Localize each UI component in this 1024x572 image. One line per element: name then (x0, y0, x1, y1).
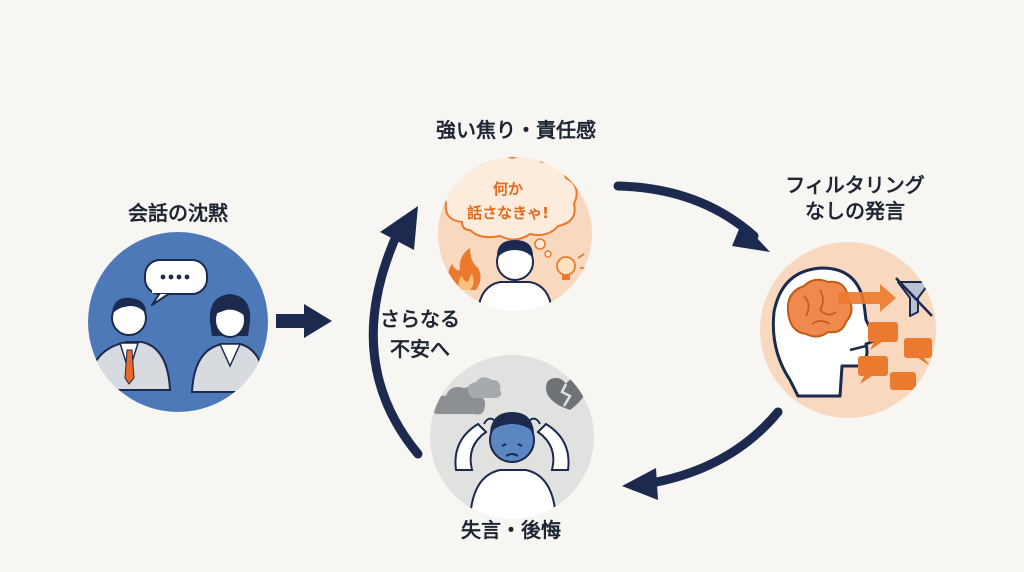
regret-label: 失言・後悔 (461, 518, 561, 542)
silence-node (88, 232, 268, 412)
businessman-icon (88, 297, 172, 391)
regretful-person-icon (454, 412, 570, 519)
speech-bubbles-icon (858, 322, 932, 390)
filter-node (760, 242, 936, 418)
broken-heart-icon (546, 378, 586, 410)
cycle-label-line2: 不安へ (390, 337, 450, 361)
filter-label-line1: フィルタリング (785, 173, 925, 197)
cycle-label-line1: さらなる (380, 307, 460, 331)
fire-icon (448, 248, 481, 290)
arrow-filter-to-regret (622, 407, 783, 500)
speech-bubble-icon (144, 259, 208, 306)
arrow-stress-to-filter (613, 181, 770, 252)
thought-ray-arrow (838, 284, 896, 312)
thought-text-line1: 何か (492, 180, 523, 198)
stressed-person-icon (476, 240, 554, 311)
filter-label-line2: なしの発言 (805, 199, 905, 223)
silence-label: 会話の沈黙 (128, 201, 228, 225)
regret-node (430, 355, 594, 519)
arrow-regret-to-stress (368, 206, 423, 459)
arrow-silence-to-cycle (276, 304, 332, 338)
stress-label: 強い焦り・責任感 (436, 118, 596, 142)
cycle-label: さらなる 不安へ (360, 304, 480, 364)
cloud-icon (431, 377, 502, 415)
filter-label: フィルタリング なしの発言 (750, 172, 960, 224)
brain-icon (786, 278, 853, 338)
thought-text-line2: 話さなきゃ! (467, 204, 549, 222)
